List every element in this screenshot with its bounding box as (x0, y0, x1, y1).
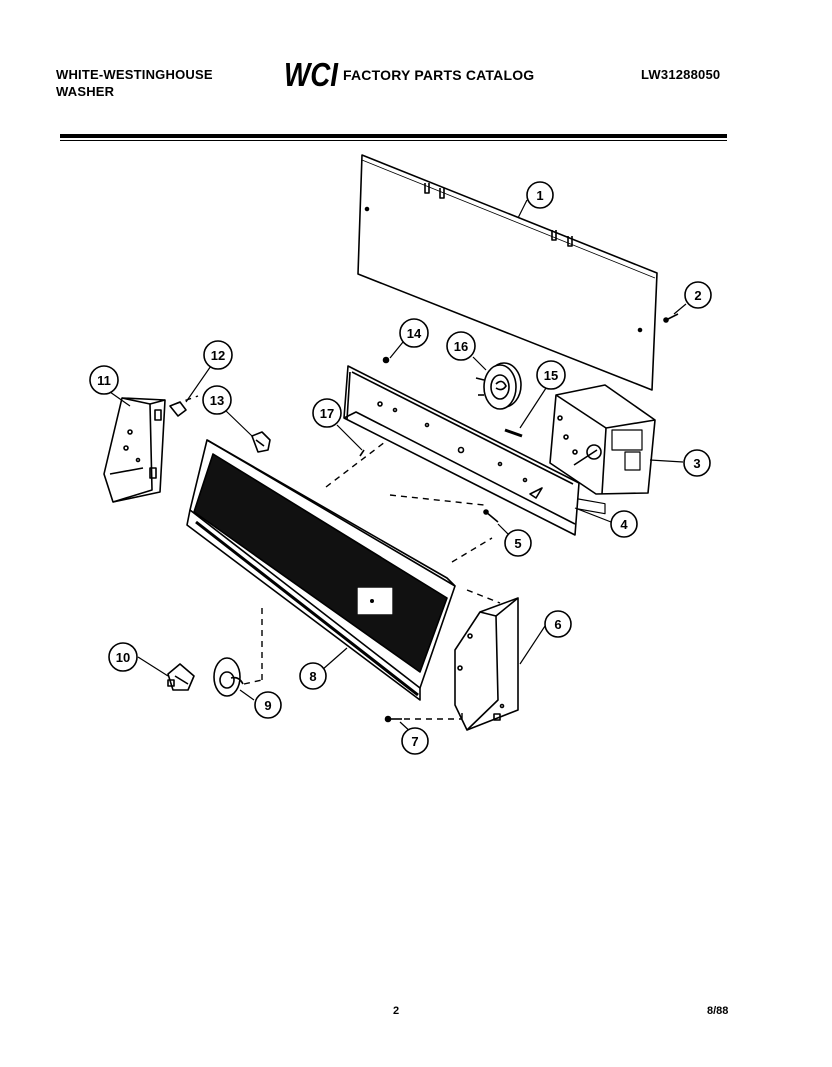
clip-part-13 (251, 431, 271, 453)
dial-part (475, 362, 522, 410)
callout-9: 9 (254, 691, 282, 719)
assembly-lines (174, 395, 501, 720)
callout-13: 13 (202, 385, 232, 415)
header-rule (60, 134, 727, 138)
catalog-title: FACTORY PARTS CATALOG (343, 67, 535, 83)
switch-part (167, 663, 195, 691)
header-rule-thin (60, 140, 727, 141)
screw-part-17 (359, 449, 365, 457)
callout-5: 5 (504, 529, 532, 557)
svg-text:9: 9 (264, 698, 271, 713)
svg-text:4: 4 (620, 517, 628, 532)
svg-text:12: 12 (211, 348, 225, 363)
svg-text:11: 11 (97, 373, 111, 388)
callout-2: 2 (684, 281, 712, 309)
svg-text:7: 7 (411, 734, 418, 749)
callout-16: 16 (446, 331, 476, 361)
rear-panel-part (357, 154, 658, 391)
control-panel-part (186, 439, 456, 701)
screw-part-2 (663, 313, 679, 323)
console-bracket-part (343, 365, 580, 536)
svg-text:6: 6 (554, 617, 561, 632)
callout-3: 3 (683, 449, 711, 477)
callout-14: 14 (399, 318, 429, 348)
callout-12: 12 (203, 340, 233, 370)
svg-text:13: 13 (210, 393, 224, 408)
date-code: 8/88 (707, 1005, 729, 1017)
svg-text:17: 17 (320, 406, 334, 421)
callout-8: 8 (299, 662, 327, 690)
callout-11: 11 (89, 365, 119, 395)
callout-6: 6 (544, 610, 572, 638)
clip-part-15 (504, 428, 523, 438)
clip-part-12 (169, 401, 187, 417)
screw-part-14 (382, 356, 390, 364)
svg-text:1: 1 (536, 188, 543, 203)
svg-text:16: 16 (454, 339, 468, 354)
callout-15: 15 (536, 360, 566, 390)
callout-10: 10 (108, 642, 138, 672)
appliance-type: WASHER (56, 84, 115, 99)
callout-7: 7 (401, 727, 429, 755)
callout-4: 4 (610, 510, 638, 538)
logo-text: WCI (284, 57, 339, 91)
wci-logo: WCI (284, 57, 339, 91)
svg-text:8: 8 (309, 669, 316, 684)
model-number: LW31288050 (641, 67, 721, 82)
svg-text:15: 15 (544, 368, 558, 383)
svg-text:2: 2 (694, 288, 701, 303)
svg-text:14: 14 (407, 326, 422, 341)
svg-text:3: 3 (693, 456, 700, 471)
callout-markers: 1 2 3 4 5 6 7 8 9 10 11 12 13 14 15 16 1… (89, 181, 712, 755)
page-number: 2 (393, 1005, 400, 1017)
timer-part (549, 384, 656, 515)
screw-part-7 (384, 715, 402, 723)
knob-part (213, 657, 244, 697)
svg-text:10: 10 (116, 650, 130, 665)
left-end-cap-part (103, 397, 166, 503)
leader-lines (109, 199, 687, 735)
brand-name: WHITE-WESTINGHOUSE (56, 67, 213, 82)
right-end-cap-part (454, 597, 519, 731)
screw-part-5 (483, 509, 499, 523)
svg-text:5: 5 (514, 536, 521, 551)
callout-17: 17 (312, 398, 342, 428)
callout-1: 1 (526, 181, 554, 209)
